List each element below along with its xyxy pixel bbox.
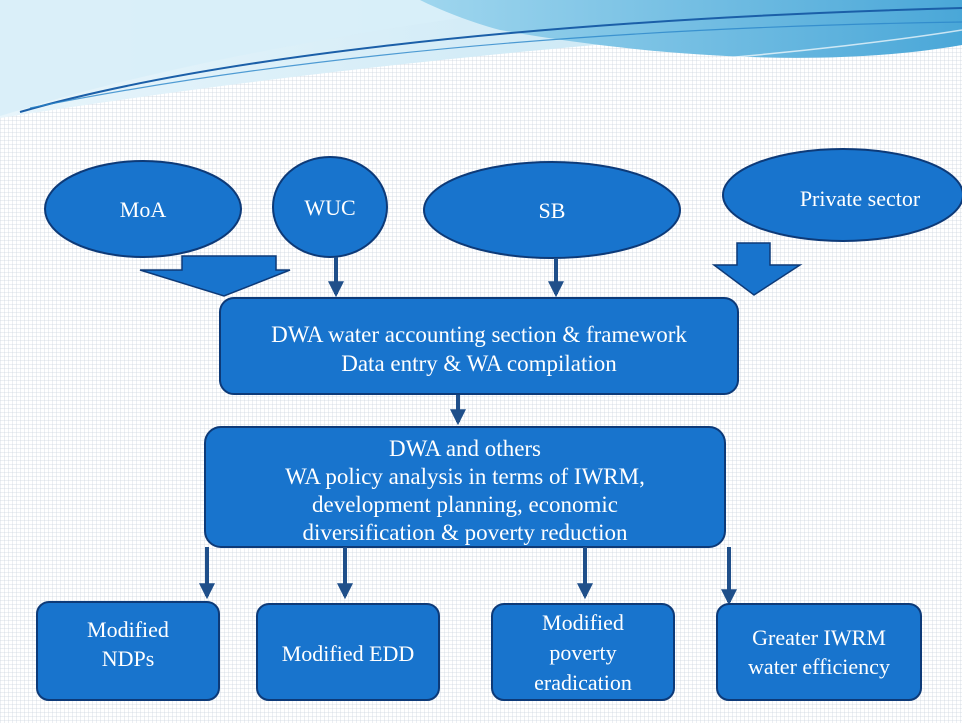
analysis-line-2: WA policy analysis in terms of IWRM, (285, 464, 645, 489)
source-node-wuc: WUC (272, 156, 388, 258)
analysis-line-4: diversification & poverty reduction (302, 520, 628, 545)
accounting-box: DWA water accounting section & framework… (219, 297, 739, 395)
outcome-poverty-line-1: Modified (542, 610, 624, 635)
outcome-box-edd: Modified EDD (256, 603, 440, 701)
accounting-line-1: DWA water accounting section & framework (271, 322, 687, 347)
source-label-sb: SB (539, 198, 566, 223)
source-node-sb: SB (423, 161, 681, 259)
outcome-iwrm-line-2: water efficiency (748, 654, 890, 679)
header-banner (0, 0, 962, 118)
source-label-private-sector: Private sector (800, 186, 921, 211)
outcome-edd-line-1: Modified EDD (282, 641, 415, 666)
block-arrow-moa (139, 255, 291, 297)
outcome-poverty-line-3: eradication (534, 670, 632, 695)
outcome-poverty-line-2: poverty (549, 640, 616, 665)
source-node-private-sector: Private sector (722, 148, 962, 242)
analysis-line-1: DWA and others (389, 436, 541, 461)
outcome-box-iwrm: Greater IWRM water efficiency (716, 603, 922, 701)
analysis-line-3: development planning, economic (312, 492, 618, 517)
outcome-box-ndps: Modified NDPs (36, 601, 220, 701)
outcome-ndps-line-2: NDPs (102, 646, 155, 671)
source-label-wuc: WUC (304, 195, 355, 220)
outcome-iwrm-line-1: Greater IWRM (752, 625, 886, 650)
analysis-box: DWA and others WA policy analysis in ter… (204, 426, 726, 548)
outcome-ndps-line-1: Modified (87, 617, 169, 642)
source-node-moa: MoA (44, 160, 242, 258)
source-label-moa: MoA (120, 197, 167, 222)
outcome-box-poverty: Modified poverty eradication (491, 603, 675, 701)
block-arrow-private-sector (711, 242, 803, 296)
accounting-line-2: Data entry & WA compilation (341, 351, 617, 376)
